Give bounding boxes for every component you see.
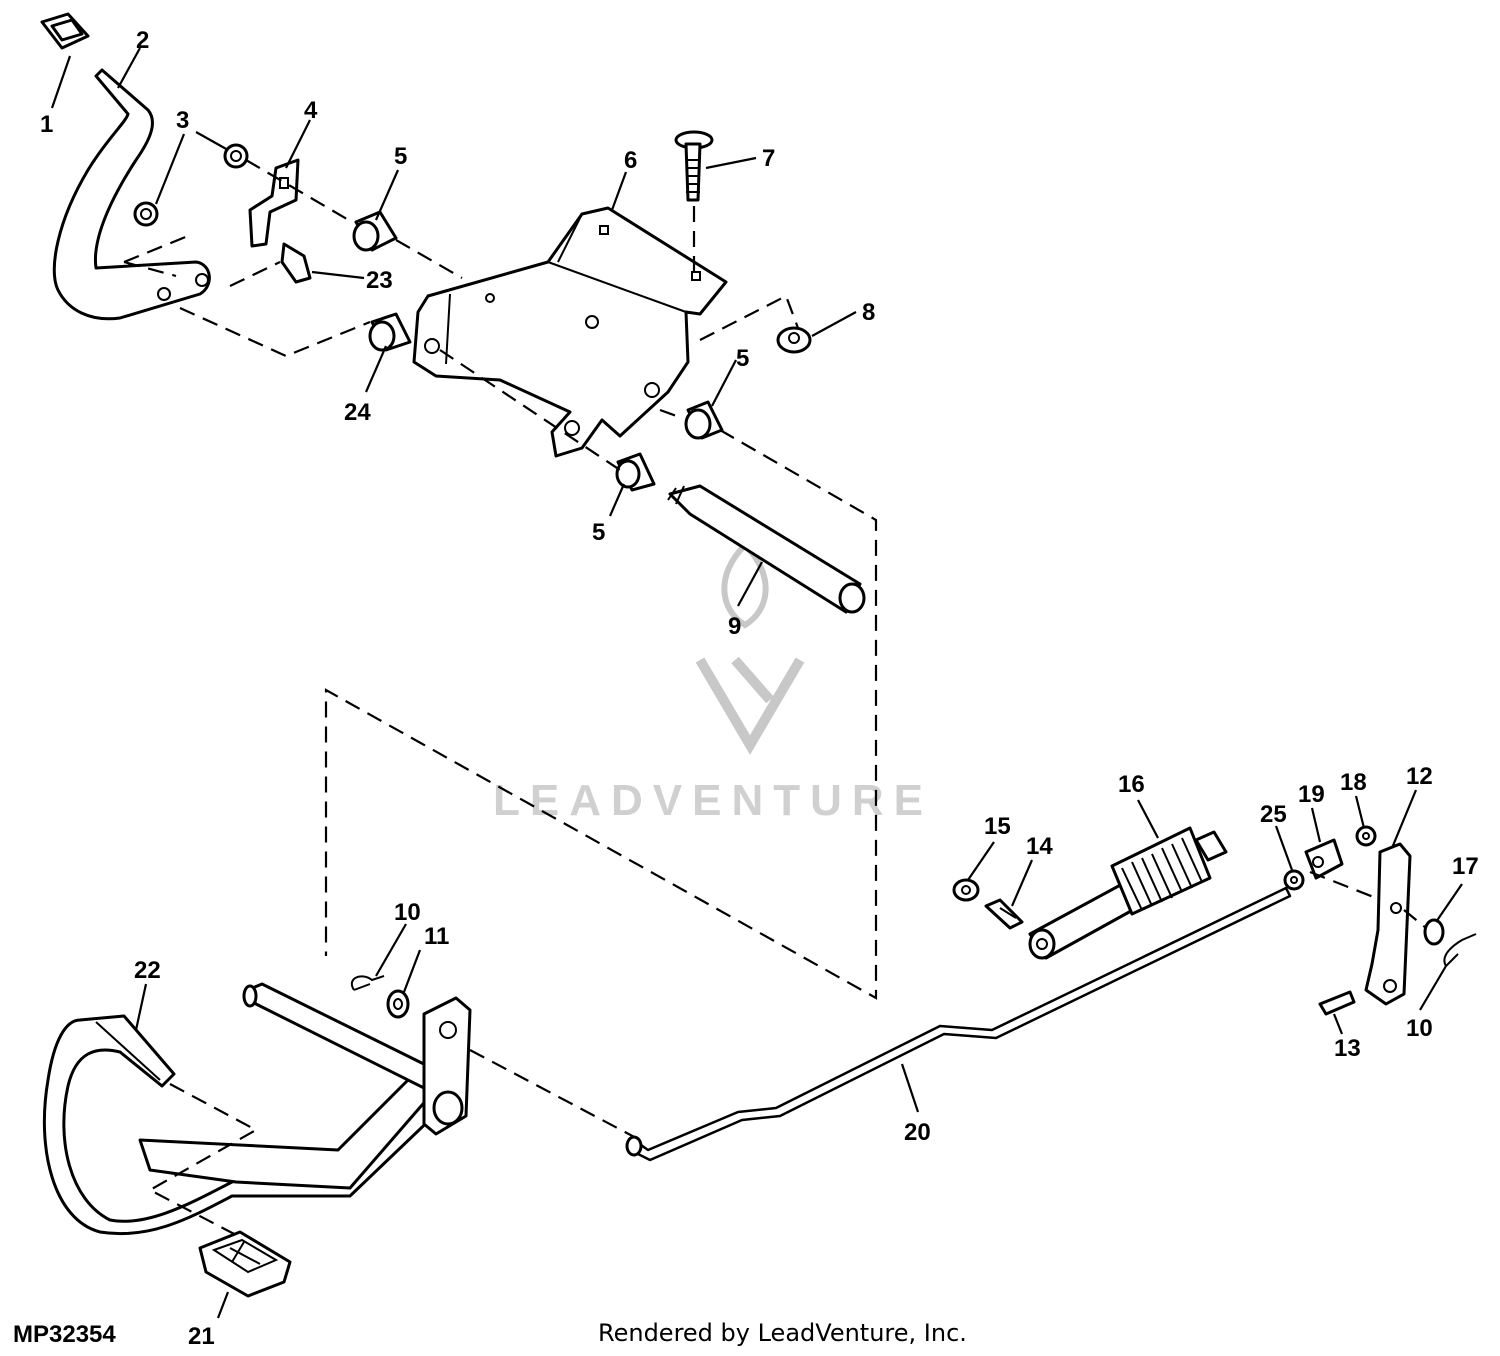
callout-8: 8 [862, 299, 875, 326]
callout-17: 17 [1452, 853, 1479, 880]
callout-20: 20 [904, 1119, 931, 1146]
part-7-bolt [674, 130, 714, 202]
render-credit: Rendered by LeadVenture, Inc. [598, 1319, 967, 1347]
part-17-washer [1423, 918, 1445, 946]
part-8-nut [776, 326, 812, 354]
callout-9: 9 [728, 613, 741, 640]
part-22-pedal-arm [42, 1014, 444, 1236]
watermark-text: LEADVENTURE [493, 776, 933, 825]
callout-2: 2 [136, 27, 149, 54]
callout-5a: 5 [394, 143, 407, 170]
callout-14: 14 [1026, 833, 1053, 860]
callout-4: 4 [304, 97, 318, 124]
callout-15: 15 [984, 813, 1011, 840]
part-12-link-plate [1364, 842, 1412, 1006]
callout-labels: 1 2 3 4 5 6 7 8 5 5 9 23 24 10 11 22 21 … [40, 27, 1479, 1350]
part-20-rod [625, 886, 1292, 1162]
callout-7: 7 [762, 145, 775, 172]
part-23-clip [280, 242, 312, 284]
callout-23: 23 [366, 267, 393, 294]
callout-1: 1 [40, 111, 53, 138]
part-25-nut [1283, 869, 1305, 891]
part-1-pad [40, 12, 90, 50]
callout-24: 24 [344, 399, 371, 426]
callout-6: 6 [624, 147, 637, 174]
assembly-lines-top [123, 159, 878, 1000]
callout-16: 16 [1118, 771, 1145, 798]
callout-13: 13 [1334, 1035, 1361, 1062]
watermark-logo [695, 540, 805, 755]
lower-arm-plate [422, 996, 472, 1136]
part-13-pin [1318, 990, 1356, 1016]
part-14-stud [984, 898, 1024, 930]
part-9-shaft [667, 484, 866, 614]
part-3-nut [133, 143, 249, 227]
part-24-bushing [368, 312, 412, 352]
callout-5c: 5 [592, 519, 605, 546]
part-6-mounting-bracket [412, 206, 728, 458]
part-10-hairpin-clip [351, 975, 385, 991]
part-18-nut [1355, 825, 1377, 847]
callout-5b: 5 [736, 345, 749, 372]
callout-10a: 10 [394, 899, 421, 926]
callout-21: 21 [188, 1323, 215, 1350]
part-11-washer [386, 989, 410, 1019]
drawing-number: MP32354 [13, 1321, 116, 1348]
part-21-pedal-pad [198, 1230, 292, 1298]
callout-22: 22 [134, 957, 161, 984]
part-4-bracket [248, 158, 300, 248]
callout-3: 3 [176, 107, 189, 134]
part-16-damper [1028, 826, 1228, 960]
callout-25: 25 [1260, 801, 1287, 828]
part-2-pedal-arm [52, 68, 211, 321]
callout-leaders [50, 47, 1463, 1319]
callout-11: 11 [424, 923, 449, 950]
callout-18: 18 [1340, 769, 1367, 796]
part-10-hairpin-clip-right [1443, 933, 1477, 967]
lower-pivot-shaft [242, 982, 450, 1096]
part-19-block [1304, 838, 1344, 880]
callout-19: 19 [1298, 781, 1325, 808]
assembly-lines-bottom [147, 870, 1427, 1237]
part-15-nut [952, 878, 980, 902]
callout-12: 12 [1406, 763, 1433, 790]
callout-10b: 10 [1406, 1015, 1433, 1042]
